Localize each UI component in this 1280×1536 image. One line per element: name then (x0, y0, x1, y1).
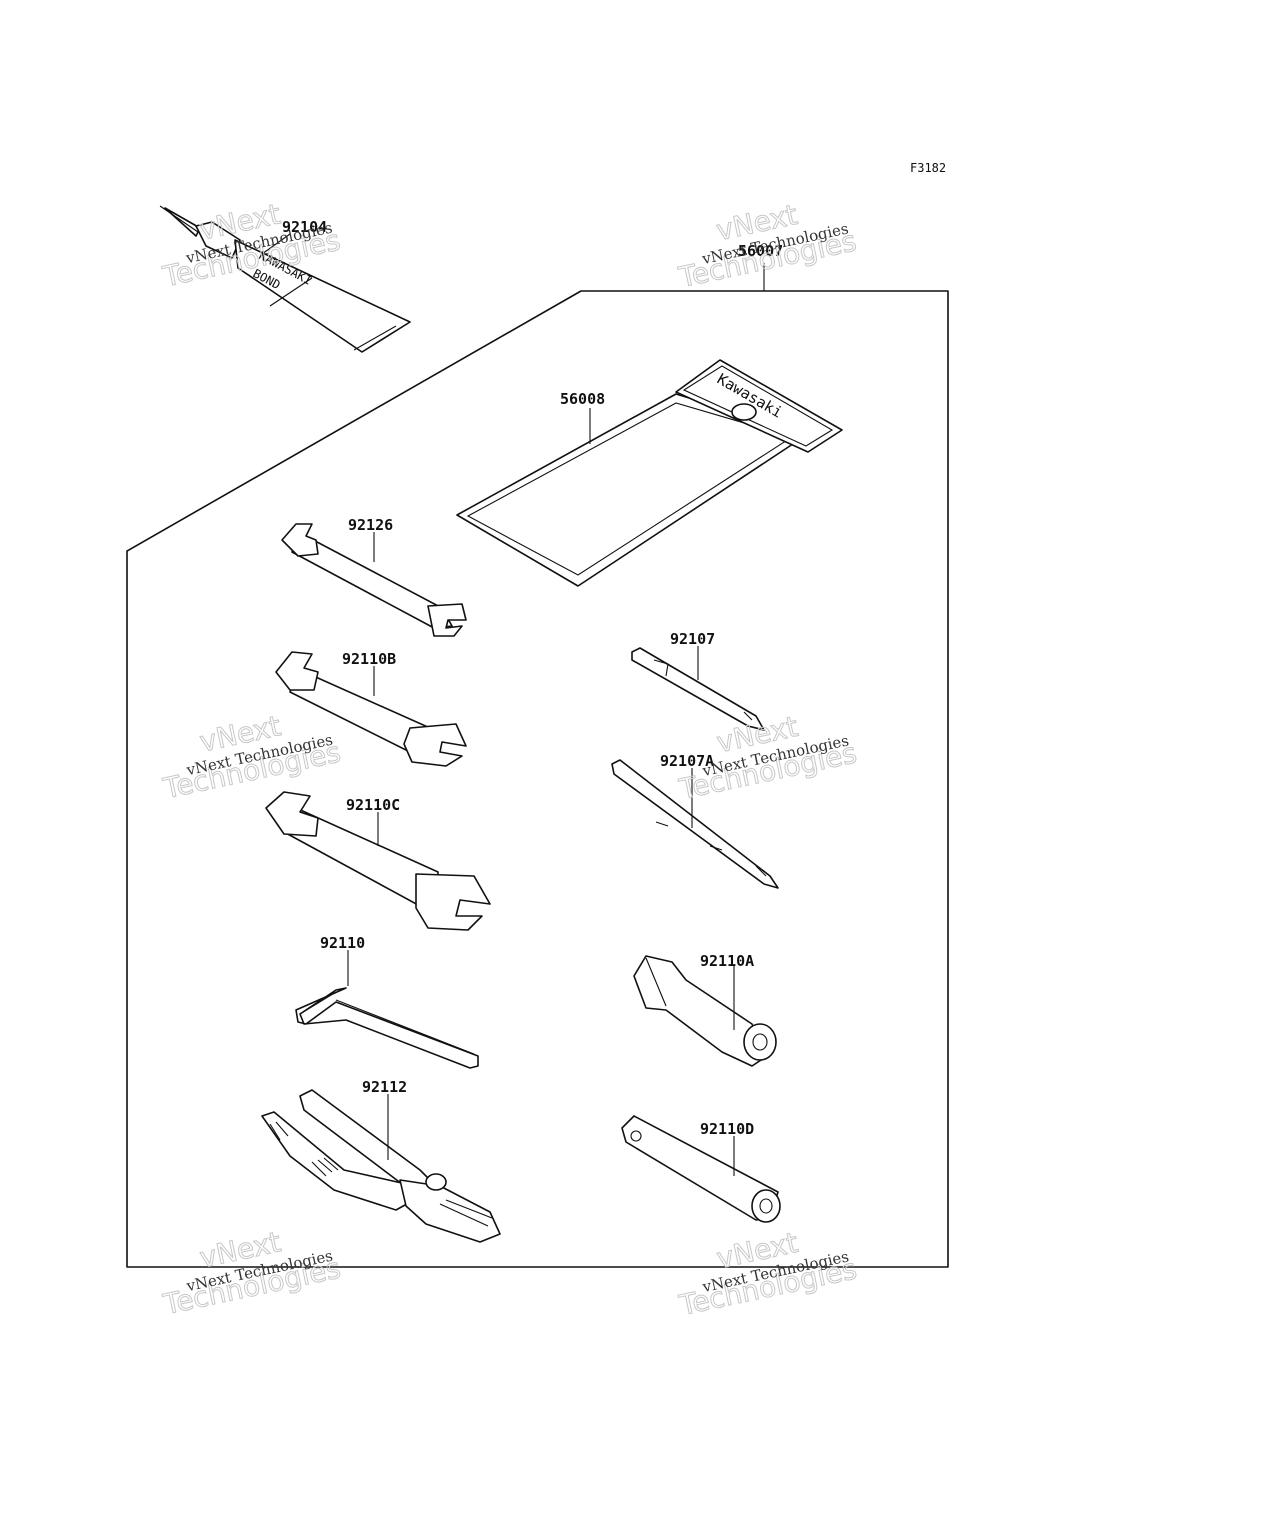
label-92110c: 92110C (346, 796, 400, 814)
watermark-top-right: vNext Technologies vNext Technologies (675, 197, 860, 294)
figure-code: F3182 (910, 161, 946, 175)
label-92107a: 92107A (660, 752, 714, 770)
screwdriver-bit-icon (631, 647, 765, 731)
watermark-bottom-left: vNext Technologies vNext Technologies (159, 1225, 344, 1322)
box-spanner-icon (633, 955, 777, 1067)
watermark-middle-left: vNext Technologies vNext Technologies (159, 709, 344, 806)
label-92110a: 92110A (700, 952, 754, 970)
watermark-bottom-right: vNext Technologies vNext Technologies (675, 1225, 860, 1322)
label-92112: 92112 (362, 1078, 407, 1096)
tubular-wrench-icon (621, 1115, 781, 1223)
label-92110b: 92110B (342, 650, 396, 668)
label-56007: 56007 (738, 242, 783, 260)
hex-key-icon (295, 987, 479, 1069)
label-92110d: 92110D (700, 1120, 754, 1138)
kit-outline (126, 290, 949, 1268)
wrench-92110b-icon (275, 651, 467, 767)
label-92104: 92104 (282, 218, 327, 236)
label-92110: 92110 (320, 934, 365, 952)
label-92107: 92107 (670, 630, 715, 648)
tool-case-icon: Kawasaki (456, 359, 843, 587)
label-92126: 92126 (348, 516, 393, 534)
pliers-icon (261, 1089, 501, 1243)
wrench-92110c-icon (265, 791, 491, 931)
screwdriver-bit-double-icon (611, 759, 779, 889)
leader-92104 (261, 233, 291, 255)
label-56008: 56008 (560, 390, 605, 408)
wrench-92126-icon (281, 523, 467, 637)
